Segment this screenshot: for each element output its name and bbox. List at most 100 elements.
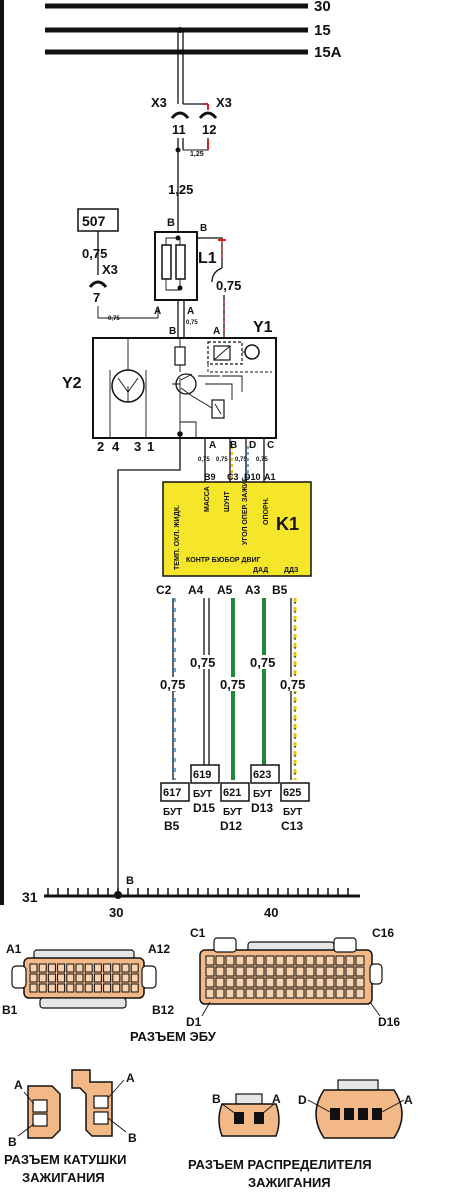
feed-wires [177,30,209,110]
connector-pin [121,963,130,973]
connector-pin [225,977,235,988]
connector-621-label: 621 [223,787,241,799]
but-label-623: БУТ [253,789,272,800]
connector-pin [315,988,325,999]
connector-pin [245,977,255,988]
connector-pin [315,977,325,988]
connector-pin [355,966,365,977]
ecu-pin-b12-label: B12 [152,1003,174,1017]
power-buses: 30 15 15A [45,0,342,61]
wire-075-y3: 0,75 [235,457,247,463]
connector-pin [285,977,295,988]
connector-pin [215,988,225,999]
connector-pin [235,988,245,999]
connector-pin [225,988,235,999]
connector-pin [235,955,245,966]
but-label-617: БУТ [163,807,182,818]
connector-pin [255,988,265,999]
ecu-pin-c16-label: C16 [372,926,394,940]
connector-pin [255,955,265,966]
x3-label-pin7: X3 [102,262,118,277]
k1-label-kontr: КОНТР БУ [186,557,222,564]
pin-7-socket-icon [88,280,108,288]
ground-40-label: 40 [264,905,278,920]
connector-pin [355,977,365,988]
connector-pin [38,973,47,983]
ecu-pins-cd [205,955,365,999]
y1-pin-a: A [213,326,220,337]
connector-pin [235,977,245,988]
connector-pin [245,955,255,966]
but-label-625: БУТ [283,807,302,818]
k1-pin-a4: A4 [188,583,204,597]
connector-pin [29,983,38,993]
coil-connector-title-1: РАЗЪЕМ КАТУШКИ [4,1152,127,1167]
connector-pin [335,955,345,966]
wire-075-y1: 0,75 [198,457,210,463]
connector-pin [121,983,130,993]
pin-c13-label: C13 [281,819,303,833]
connector-pin [47,983,56,993]
connector-pin [255,977,265,988]
pin-12-socket-icon [198,111,218,119]
connector-pin [215,966,225,977]
connector-pin [285,955,295,966]
y2-module: Y1 Y2 2 4 3 1 [62,319,277,454]
wire-075-y4: 0,75 [256,457,268,463]
connector-pin [305,966,315,977]
connector-pin [345,988,355,999]
connector-pin [285,966,295,977]
branch-b5-label: 0,75 [280,677,305,692]
distributor-pin-a: A [272,1092,281,1106]
connector-pin [93,963,102,973]
connector-621-box [220,782,250,802]
connector-pin [295,955,305,966]
distributor-connector: B A D A РАЗЪЕМ РАСПРЕДЕЛИТЕЛЯ ЗАЖИГАНИЯ [188,1079,413,1190]
pin-b5-label: B5 [164,819,180,833]
connector-pin [355,955,365,966]
k1-label-shunt: ШУНТ [224,491,231,512]
connector-pin [345,977,355,988]
ecu-pin-a12-label: A12 [148,942,170,956]
connector-pin [38,983,47,993]
l1-pin-b-bottom: B [169,326,176,337]
connector-pin [75,983,84,993]
connector-pin [325,966,335,977]
branch-a4-label: 0,75 [190,655,215,670]
k1-top-pin-a1: A1 [264,472,276,482]
ecu-pin-b1-label: B1 [2,1003,18,1017]
k1-top-letter-b: B [230,440,237,451]
x3-label-left: X3 [151,95,167,110]
connector-pin [57,963,66,973]
l1-pin-b-right: B [200,223,207,234]
ground-31-label: 31 [22,889,38,905]
but-label-621: БУТ [223,807,242,818]
connector-pin [205,955,215,966]
bus-30-label: 30 [314,0,331,15]
connector-pin [57,973,66,983]
connector-pin [29,963,38,973]
connector-623-box [250,764,280,784]
coil-pin-b-right: B [128,1131,137,1145]
connector-pin [255,966,265,977]
connector-pin [345,955,355,966]
connector-pin [103,963,112,973]
k1-pin-c2: C2 [156,583,172,597]
connector-pin [305,977,315,988]
pin-11-socket-icon [170,111,190,119]
l1-pin-a-left: A [154,306,161,317]
connector-pin [275,966,285,977]
branch-a5-label: 0,75 [220,677,245,692]
connector-625-label: 625 [283,787,301,799]
connector-pin [295,988,305,999]
connector-507-label: 507 [82,213,106,229]
wire-075-tiny-label: 0,75 [108,316,120,322]
y2-pin-4: 4 [112,439,120,454]
y1-sensor-icon [244,344,260,360]
connector-pin [66,973,75,983]
connector-pin [38,963,47,973]
connector-pin [285,988,295,999]
l1-pin-b-top: B [167,217,175,229]
k1-label-dad: ДАД [253,567,268,574]
